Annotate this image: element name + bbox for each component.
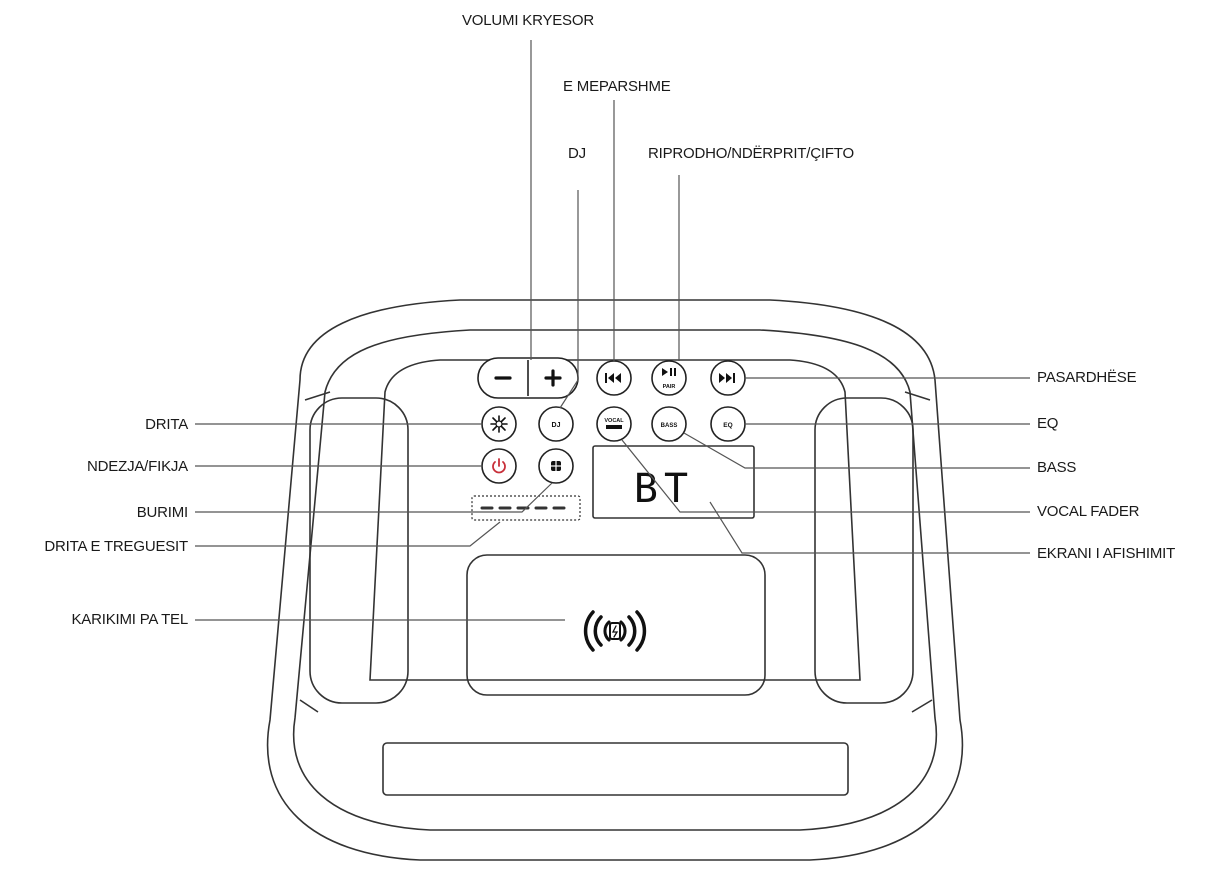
next-icon [719, 373, 735, 383]
left-grip [309, 397, 409, 704]
leader-bass [683, 432, 1030, 469]
label-burimi: BURIMI [136, 504, 189, 521]
power-icon [492, 458, 506, 474]
pair-button-label: PAIR [663, 384, 676, 390]
label-e-meparshme: E MEPARSHME [563, 78, 671, 95]
label-bass: BASS [1037, 459, 1077, 476]
dj-button[interactable] [538, 406, 574, 442]
bottom-slot [382, 742, 849, 796]
wireless-charging-pad [466, 554, 766, 696]
label-riprodho: RIPRODHO/NDËRPRIT/ÇIFTO [648, 145, 854, 162]
label-vocal-fader: VOCAL FADER [1037, 503, 1140, 520]
bass-button-label: BASS [661, 423, 678, 429]
vocal-fader-button[interactable] [596, 406, 632, 442]
leader-vocal-fader [621, 439, 1030, 513]
display-window [592, 445, 755, 519]
label-drita-treguesit: DRITA E TREGUESIT [44, 538, 188, 555]
vocal-button-label: VOCAL [604, 418, 624, 424]
label-ekrani: EKRANI I AFISHIMIT [1037, 545, 1176, 562]
label-karikimi: KARIKIMI PA TEL [71, 611, 189, 628]
previous-icon [605, 373, 621, 383]
label-pasardhese: PASARDHËSE [1037, 369, 1137, 386]
leader-ekrani [709, 501, 1030, 554]
right-grip [814, 397, 914, 704]
label-volumi-kryesor: VOLUMI KRYESOR [462, 12, 594, 29]
label-drita: DRITA [145, 416, 188, 433]
speaker-outer-outline [266, 299, 964, 861]
eq-button-label: EQ [723, 422, 732, 429]
dj-button-label: DJ [552, 422, 561, 429]
leader-burimi [195, 482, 553, 513]
play-pause-icon [662, 368, 676, 376]
label-dj: DJ [568, 145, 586, 162]
leader-dj [559, 190, 579, 409]
display-text: BT [634, 466, 694, 512]
label-ndezja: NDEZJA/FIKJA [87, 458, 188, 475]
speaker-handle-inner [292, 329, 938, 831]
led-indicator-box [471, 495, 581, 521]
wireless-charging-icon [583, 610, 647, 652]
label-eq: EQ [1037, 415, 1059, 432]
play-pause-pair-button[interactable] [651, 360, 687, 396]
top-panel [369, 359, 861, 681]
bass-button[interactable] [651, 406, 687, 442]
leader-drita-treguesit [195, 521, 501, 547]
